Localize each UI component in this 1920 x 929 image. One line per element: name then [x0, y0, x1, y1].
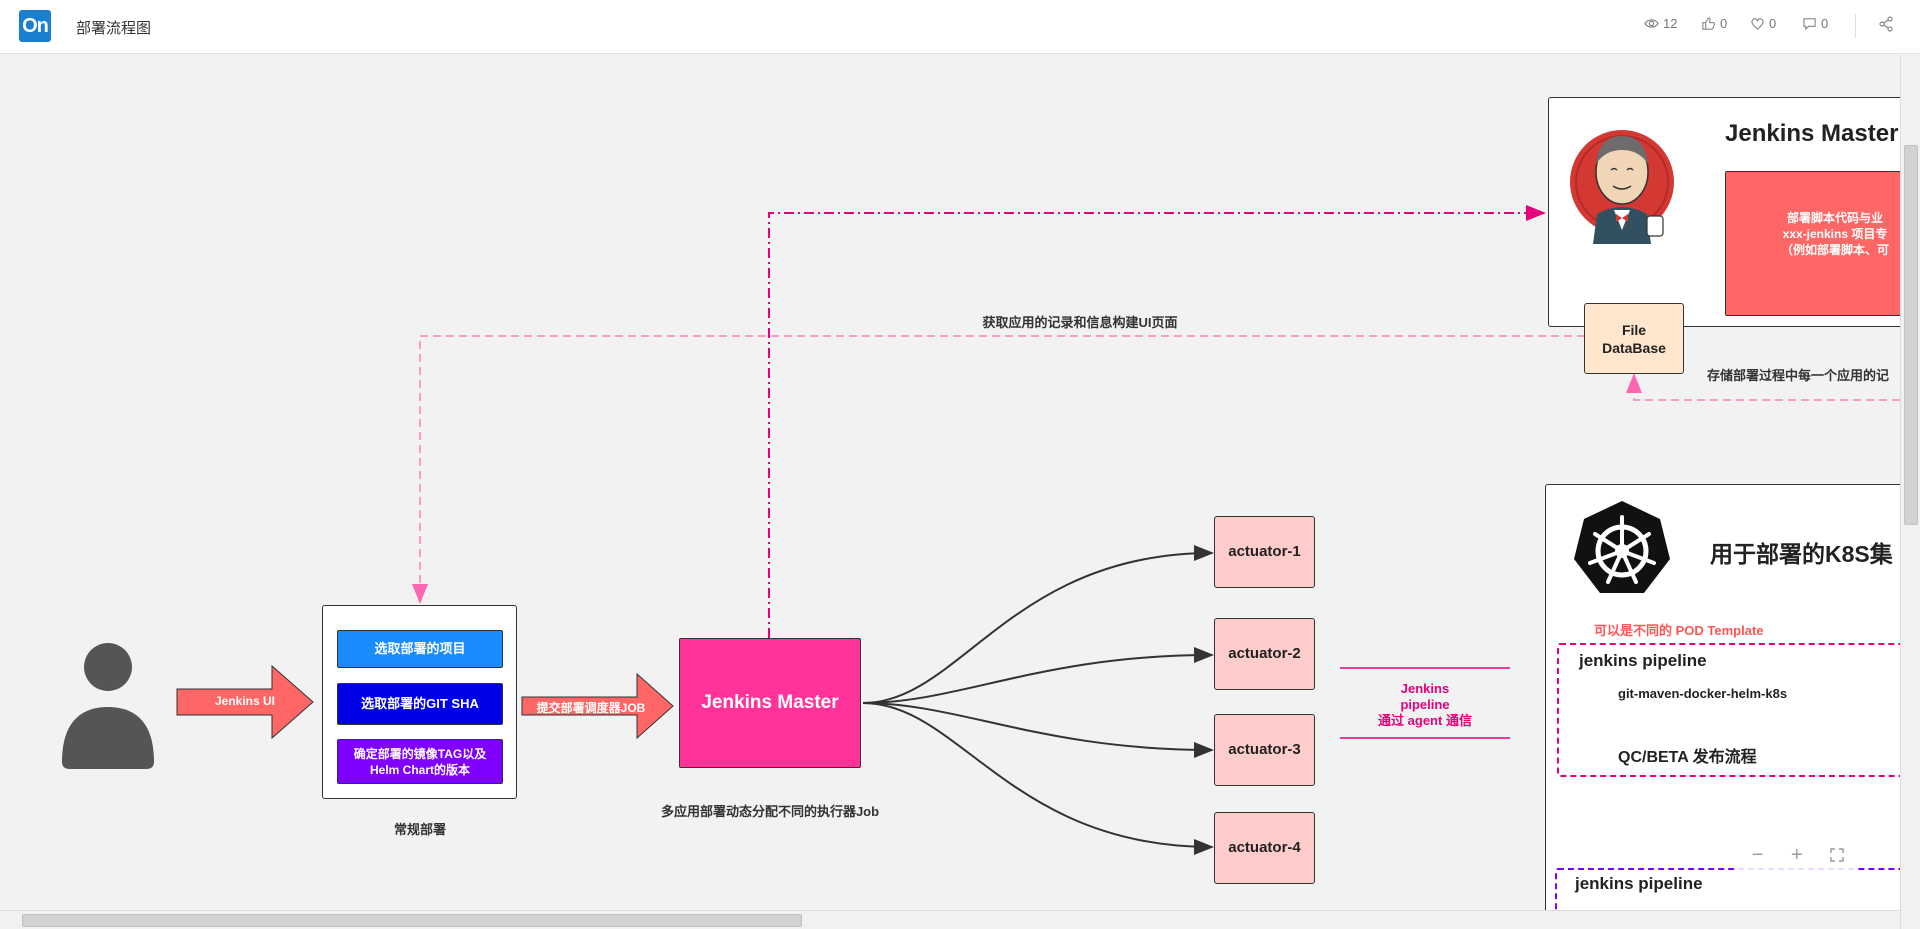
submit-job-label: 提交部署调度器JOB [536, 701, 646, 715]
deploy-steps-box[interactable]: 选取部署的项目 选取部署的GIT SHA 确定部署的镜像TAG以及 Helm C… [322, 605, 517, 799]
pipeline-comm-label: Jenkins pipeline 通过 agent 通信 [1340, 681, 1510, 729]
jenkins-pipeline-box[interactable]: jenkins pipeline git-maven-docker-helm-k… [1557, 643, 1900, 777]
store-caption: 存储部署过程中每一个应用的记 [1707, 368, 1890, 383]
favorite-stat[interactable]: 0 [1750, 16, 1776, 31]
master-to-actuator-2 [862, 647, 1214, 704]
thumbs-up-icon [1702, 17, 1715, 30]
pipeline-flow-label: git-maven-docker-helm-k8s [1618, 686, 1788, 701]
vertical-scroll-thumb[interactable] [1904, 145, 1918, 525]
jenkins-pipeline-box-2[interactable]: jenkins pipeline [1555, 868, 1900, 910]
actuator-3-node[interactable]: actuator-3 [1214, 714, 1315, 786]
actuator-2-node[interactable]: actuator-2 [1214, 618, 1315, 690]
views-stat: 12 [1644, 16, 1677, 31]
document-title: 部署流程图 [76, 20, 152, 37]
favorite-count: 0 [1769, 16, 1777, 31]
pipeline-title: jenkins pipeline [1579, 651, 1707, 670]
master-to-jenkins-connector [768, 205, 1546, 638]
comment-stat[interactable]: 0 [1802, 16, 1828, 31]
pipeline-comm-line1: Jenkins [1400, 681, 1450, 696]
step-image-tag-line1: 确定部署的镜像TAG以及 [353, 747, 487, 761]
pipeline-title-2: jenkins pipeline [1575, 874, 1703, 893]
app-logo[interactable]: On [19, 10, 51, 42]
comment-count: 0 [1821, 16, 1829, 31]
diagram-canvas[interactable]: Jenkins UI 选取部署的项目 选取部署的GIT SHA 确定部署的镜像T… [0, 55, 1900, 910]
master-to-actuator-3 [862, 702, 1214, 758]
like-stat[interactable]: 0 [1701, 16, 1727, 31]
step-select-image-tag[interactable]: 确定部署的镜像TAG以及 Helm Chart的版本 [337, 739, 503, 784]
jenkins-master-node[interactable]: Jenkins Master [679, 638, 861, 768]
right-master-title: Jenkins Master [1725, 120, 1899, 147]
actuator-1-node[interactable]: actuator-1 [1214, 516, 1315, 588]
k8s-title: 用于部署的K8S集 [1710, 541, 1893, 567]
file-db-line2: DataBase [1602, 340, 1666, 356]
file-database-node[interactable]: File DataBase [1584, 303, 1684, 374]
step-select-project[interactable]: 选取部署的项目 [337, 630, 503, 668]
jenkins-ui-arrow [176, 664, 314, 740]
horizontal-scrollbar[interactable] [0, 910, 1900, 929]
pipeline-comm-line3: 通过 agent 通信 [1378, 713, 1472, 728]
store-connector [1626, 373, 1900, 401]
file-db-line1: File [1621, 322, 1647, 338]
pipeline-comm-line2: pipeline [1400, 697, 1450, 712]
user-silhouette-icon [62, 643, 154, 769]
master-caption: 多应用部署动态分配不同的执行器Job [660, 804, 880, 819]
heart-icon [1751, 18, 1764, 30]
kubernetes-helm-icon [1574, 501, 1670, 593]
top-bar: On 部署流程图 12 0 0 0 [0, 0, 1920, 54]
zoom-in-icon[interactable]: + [1790, 843, 1803, 866]
zoom-controls: − + [1738, 838, 1858, 872]
horizontal-scroll-thumb[interactable] [22, 914, 802, 927]
share-icon [1879, 16, 1893, 32]
fetch-connector [412, 335, 1585, 604]
zoom-out-icon[interactable]: − [1751, 843, 1764, 866]
pod-template-label: 可以是不同的 POD Template [1594, 623, 1764, 638]
master-to-actuator-4 [862, 702, 1214, 855]
master-to-actuator-1 [862, 545, 1214, 704]
comment-icon [1803, 18, 1816, 31]
right-master-note-line1: 部署脚本代码与业 [1786, 211, 1883, 225]
jenkins-ui-label: Jenkins UI [214, 694, 276, 708]
submit-job-arrow [521, 672, 674, 740]
step-select-git-sha[interactable]: 选取部署的GIT SHA [337, 683, 503, 725]
step-image-tag-line2: Helm Chart的版本 [369, 763, 470, 777]
qc-beta-label: QC/BETA 发布流程 [1618, 749, 1757, 766]
eye-icon [1644, 19, 1659, 28]
job-label: JOB - #1 [1697, 715, 1747, 729]
views-count: 12 [1663, 16, 1678, 31]
right-master-note-line2: xxx-jenkins 项目专 [1782, 227, 1888, 241]
like-count: 0 [1720, 16, 1728, 31]
deploy-caption: 常规部署 [393, 822, 446, 837]
fetch-caption: 获取应用的记录和信息构建UI页面 [982, 315, 1178, 330]
right-master-note-line3: （例如部署脚本、可 [1780, 243, 1889, 257]
header-separator [1855, 14, 1856, 38]
actuator-4-node[interactable]: actuator-4 [1214, 812, 1315, 884]
right-jenkins-master-panel[interactable]: Jenkins Master 部署脚本代码与业 xxx-jenkins 项目专 … [1548, 97, 1900, 327]
fullscreen-icon[interactable] [1830, 848, 1844, 862]
share-button[interactable] [1878, 16, 1894, 37]
vertical-scrollbar[interactable] [1900, 55, 1920, 929]
right-master-note: 部署脚本代码与业 xxx-jenkins 项目专 （例如部署脚本、可 [1725, 171, 1900, 316]
jenkins-butler-icon [1570, 130, 1674, 244]
